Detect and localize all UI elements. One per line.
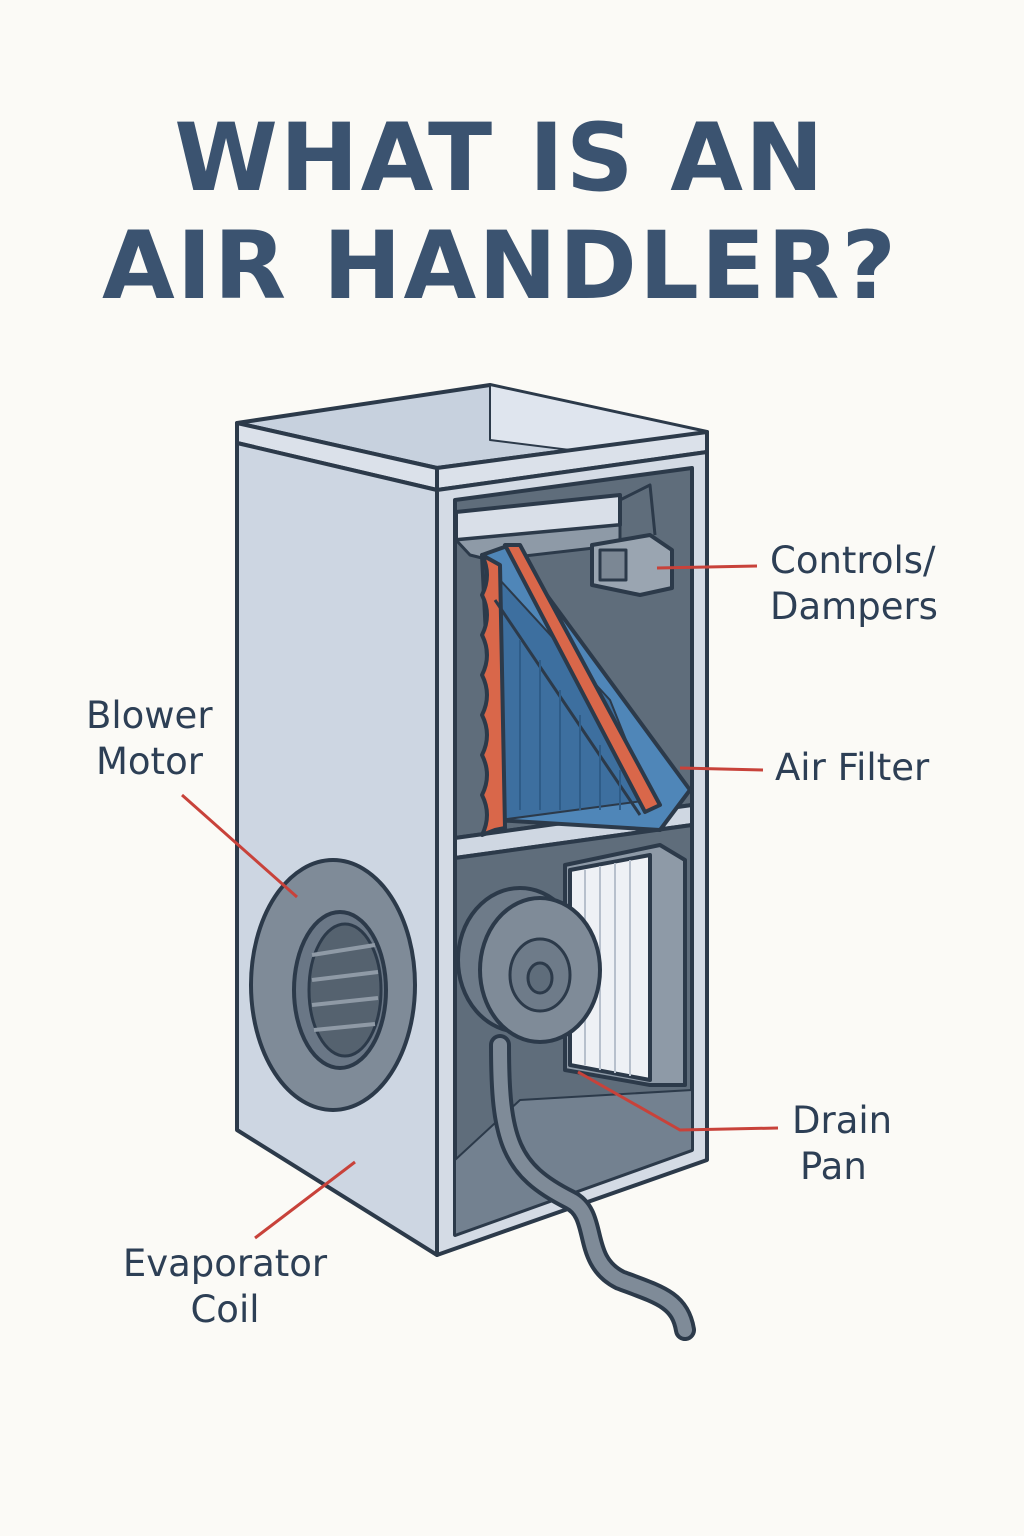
label-controls-line-2: Dampers: [770, 585, 938, 628]
label-evaporator-coil: Evaporator Coil: [120, 1241, 330, 1333]
leader-evaporator-coil: [254, 1160, 356, 1240]
leader-blower-motor: [181, 793, 298, 899]
label-evap-line-2: Coil: [190, 1288, 260, 1331]
label-blower-line-1: Blower: [86, 694, 213, 737]
label-drain-line-2: Pan: [800, 1145, 867, 1188]
cabinet-left-side: [235, 441, 439, 1257]
title-line-1: WHAT IS AN: [174, 104, 826, 213]
label-drain-line-1: Drain: [792, 1099, 893, 1142]
evaporator-coil: [480, 543, 692, 837]
side-blower-opening: [249, 858, 417, 1112]
leader-air-filter: [679, 766, 764, 772]
air-filter: [563, 843, 687, 1087]
label-blower-line-2: Motor: [96, 740, 203, 783]
label-drain-pan: Drain Pan: [792, 1098, 892, 1190]
title-line-2: AIR HANDLER?: [102, 212, 898, 321]
blower-wheel: [456, 886, 602, 1044]
control-box: [590, 483, 674, 597]
leader-controls: [656, 564, 758, 570]
label-blower-motor: Blower Motor: [86, 693, 213, 785]
label-controls-dampers: Controls/ Dampers: [770, 538, 938, 630]
label-controls-line-1: Controls/: [770, 539, 936, 582]
leader-drain-pan: [577, 1070, 779, 1132]
label-air-filter: Air Filter: [775, 746, 930, 789]
label-evap-line-1: Evaporator: [122, 1242, 328, 1285]
